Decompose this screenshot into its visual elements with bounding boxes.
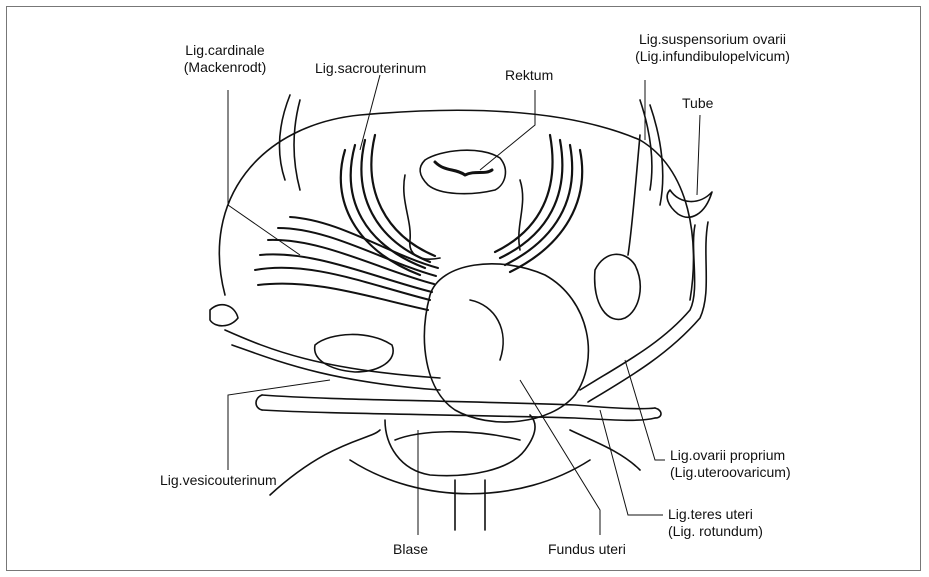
ovary-right — [595, 254, 641, 319]
label-rektum: Rektum — [505, 67, 553, 84]
leader-lig-vesicouterinum — [228, 380, 330, 470]
label-lig-vesicouterinum: Lig.vesicouterinum — [160, 472, 277, 489]
leader-rektum — [480, 90, 535, 170]
label-lig-sacrouterinum: Lig.sacrouterinum — [315, 60, 426, 77]
ovary-left — [315, 334, 393, 372]
pelvic-cavity-outline — [219, 110, 693, 300]
bladder — [385, 415, 535, 476]
label-lig-teres: Lig.teres uteri (Lig. rotundum) — [668, 506, 763, 540]
label-lig-ovarii-proprium: Lig.ovarii proprium (Lig.uteroovaricum) — [670, 447, 791, 481]
uterus-body — [424, 264, 588, 422]
label-blase: Blase — [393, 541, 428, 558]
leader-tube — [697, 115, 700, 195]
tube-right — [580, 225, 695, 390]
fimbriae-left — [210, 305, 238, 326]
label-tube: Tube — [682, 95, 713, 112]
label-lig-cardinale: Lig.cardinale (Mackenrodt) — [170, 42, 280, 76]
leader-lig-cardinale — [228, 90, 300, 255]
label-fundus-uteri: Fundus uteri — [548, 541, 626, 558]
label-lig-suspensorium: Lig.suspensorium ovarii (Lig.infundibulo… — [600, 31, 825, 65]
leader-lig-sacrouterinum — [360, 75, 380, 150]
fimbriae-right — [667, 190, 712, 217]
rectum-lumen — [420, 150, 505, 194]
